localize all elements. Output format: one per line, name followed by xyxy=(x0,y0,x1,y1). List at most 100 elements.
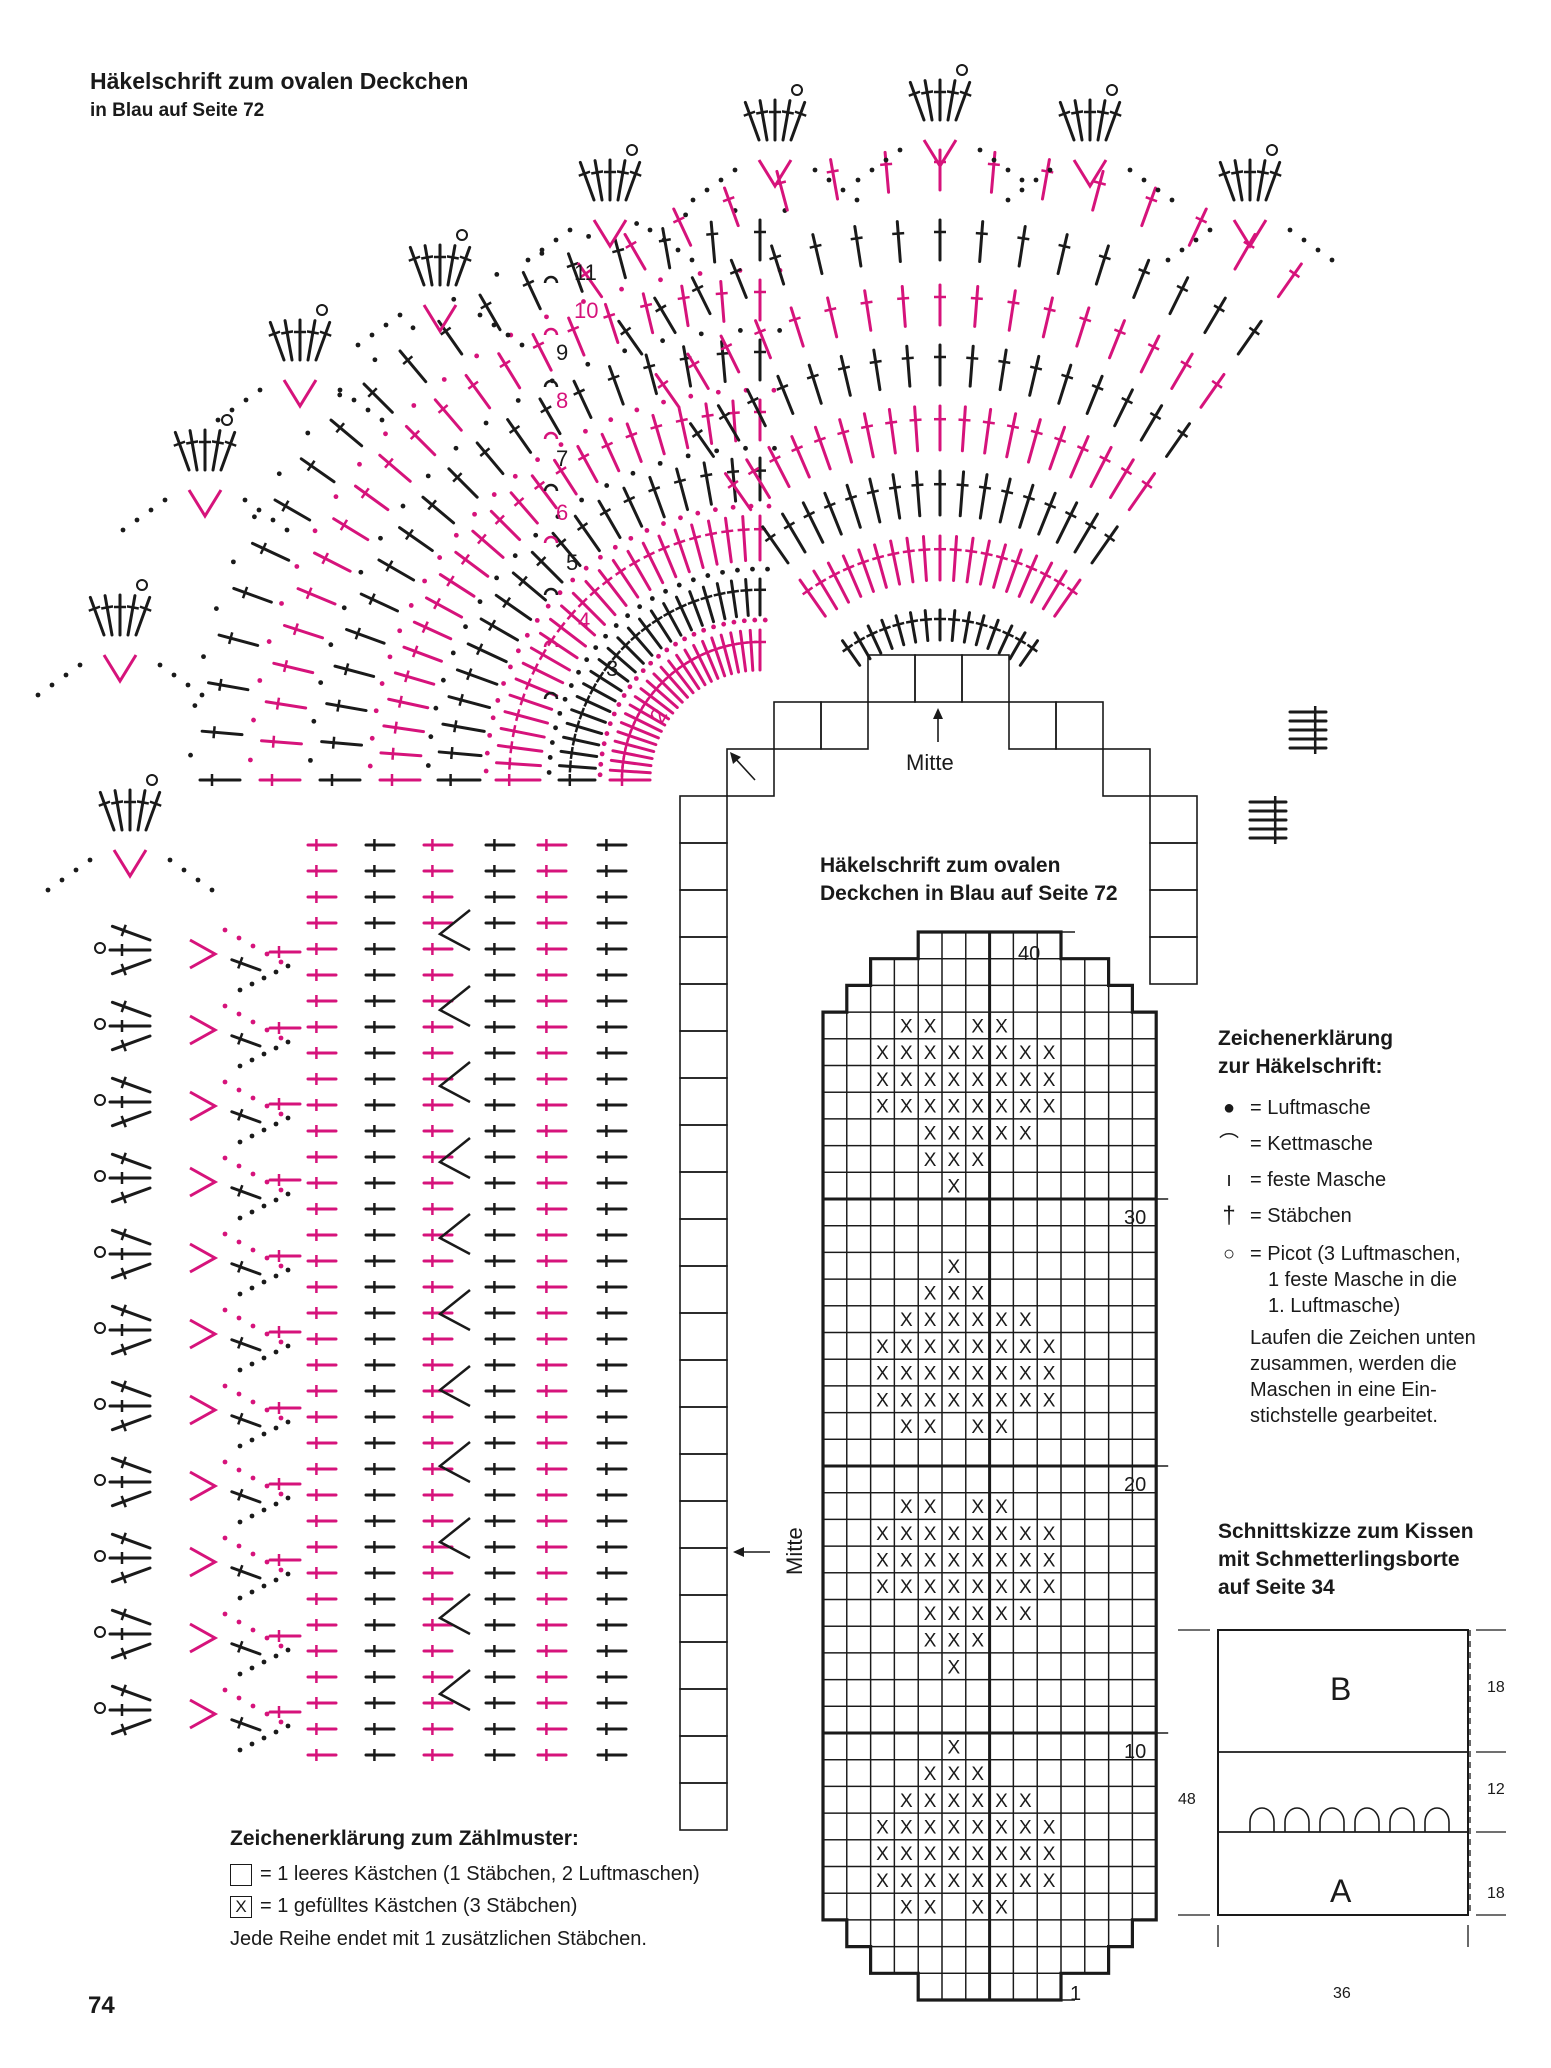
chain-dot xyxy=(237,1671,243,1677)
chain-dot xyxy=(463,624,468,630)
double-crochet-stitch xyxy=(1066,586,1079,596)
filet-cell xyxy=(1107,1518,1134,1547)
double-crochet-stitch xyxy=(958,470,966,518)
chain-dot xyxy=(689,257,695,263)
filled-cell-mark: X xyxy=(971,1337,984,1358)
filet-cell xyxy=(1084,1091,1110,1120)
double-crochet-stitch xyxy=(359,592,399,613)
double-crochet-stitch xyxy=(706,232,719,236)
double-crochet-stitch xyxy=(480,301,492,310)
filet-cell xyxy=(1107,1705,1134,1734)
chain-dot xyxy=(547,755,553,760)
chain-dot xyxy=(73,867,79,873)
double-crochet-stitch xyxy=(744,578,750,617)
double-crochet-stitch xyxy=(411,645,419,658)
filled-cell-mark: X xyxy=(995,1817,1008,1838)
double-crochet-stitch xyxy=(508,693,554,711)
double-crochet-stitch xyxy=(149,800,162,807)
filet-cell xyxy=(893,1678,919,1707)
double-crochet-stitch xyxy=(823,502,836,509)
chain-dot xyxy=(487,732,493,738)
chain-dot xyxy=(243,397,249,403)
double-crochet-stitch xyxy=(905,536,915,584)
chain-dot xyxy=(515,648,521,654)
picot xyxy=(136,579,148,591)
filet-cell xyxy=(822,1892,848,1921)
chain-dot xyxy=(508,664,513,670)
double-crochet-stitch xyxy=(992,543,1007,589)
chain-dot xyxy=(273,969,279,975)
picot xyxy=(94,1094,106,1106)
filet-cell xyxy=(846,1518,872,1547)
filled-cell-mark: X xyxy=(924,1898,937,1919)
filet-cell xyxy=(822,1225,848,1254)
chain-dot xyxy=(328,642,334,648)
double-crochet-stitch xyxy=(826,169,839,174)
chain-dot xyxy=(637,604,643,610)
double-crochet-stitch xyxy=(1040,158,1051,201)
double-crochet-stitch xyxy=(1043,307,1056,313)
cutting-sketch xyxy=(1178,1629,1506,1947)
double-crochet-stitch xyxy=(126,594,137,637)
chain-dot xyxy=(701,627,707,633)
double-crochet-stitch xyxy=(1218,160,1236,202)
crochet-chart xyxy=(35,64,1335,1761)
chain-dot xyxy=(237,1747,243,1753)
chain-dot xyxy=(658,277,663,283)
filet-cell xyxy=(1036,1732,1062,1761)
chain-dot xyxy=(247,757,253,763)
double-crochet-stitch xyxy=(336,699,341,712)
filet-cell xyxy=(1084,1785,1110,1814)
chain-dot xyxy=(278,1035,284,1041)
filet-cell xyxy=(893,1198,919,1227)
double-crochet-stitch xyxy=(1195,216,1208,224)
chain-dot xyxy=(249,1513,255,1519)
filled-cell-mark: X xyxy=(1043,1043,1056,1064)
double-crochet-stitch xyxy=(790,435,811,479)
double-crochet-stitch xyxy=(686,352,710,390)
filet-cell xyxy=(1084,1251,1110,1280)
double-crochet-stitch xyxy=(997,624,1014,655)
double-crochet-stitch xyxy=(667,659,695,695)
double-crochet-stitch xyxy=(954,80,972,122)
chain-dot xyxy=(222,1611,228,1617)
double-crochet-stitch xyxy=(453,720,458,733)
chain-dot xyxy=(379,681,385,686)
filet-cell xyxy=(846,1438,872,1467)
filled-cell-mark: X xyxy=(1019,1817,1032,1838)
double-crochet-stitch xyxy=(1288,269,1301,279)
chain-dot xyxy=(237,1367,243,1373)
double-crochet-stitch xyxy=(1109,110,1122,117)
filet-cell xyxy=(1107,1839,1134,1868)
double-crochet-stitch xyxy=(1057,363,1073,405)
filet-cell xyxy=(941,1678,967,1707)
double-crochet-stitch xyxy=(776,384,789,391)
filet-cell xyxy=(822,1171,848,1200)
picot xyxy=(94,1018,106,1030)
double-crochet-stitch xyxy=(275,697,281,710)
chain-dot xyxy=(195,877,201,883)
double-crochet-stitch xyxy=(335,422,346,434)
chain-dot xyxy=(236,1163,242,1169)
filet-cell xyxy=(893,958,919,987)
double-crochet-stitch xyxy=(1099,455,1111,464)
filet-cell xyxy=(1060,1652,1086,1681)
chain-dot xyxy=(367,763,373,769)
double-crochet-stitch xyxy=(756,110,769,115)
double-crochet-stitch xyxy=(549,617,587,648)
chain-dot xyxy=(236,935,242,941)
filet-cell xyxy=(893,1625,919,1654)
double-crochet-stitch xyxy=(538,631,579,660)
chain-dot xyxy=(273,1425,279,1431)
filled-cell-mark: X xyxy=(924,1417,937,1438)
frame-square xyxy=(679,889,728,938)
chain-dot xyxy=(562,696,568,702)
double-crochet-stitch xyxy=(368,593,376,606)
double-crochet-stitch xyxy=(789,306,805,348)
chain-dot xyxy=(501,681,506,686)
filet-cell xyxy=(869,1198,896,1227)
chain-dot xyxy=(766,503,772,509)
filled-cell-mark: X xyxy=(971,1550,984,1571)
filet-cell xyxy=(1084,1144,1110,1173)
double-crochet-stitch xyxy=(682,345,693,388)
